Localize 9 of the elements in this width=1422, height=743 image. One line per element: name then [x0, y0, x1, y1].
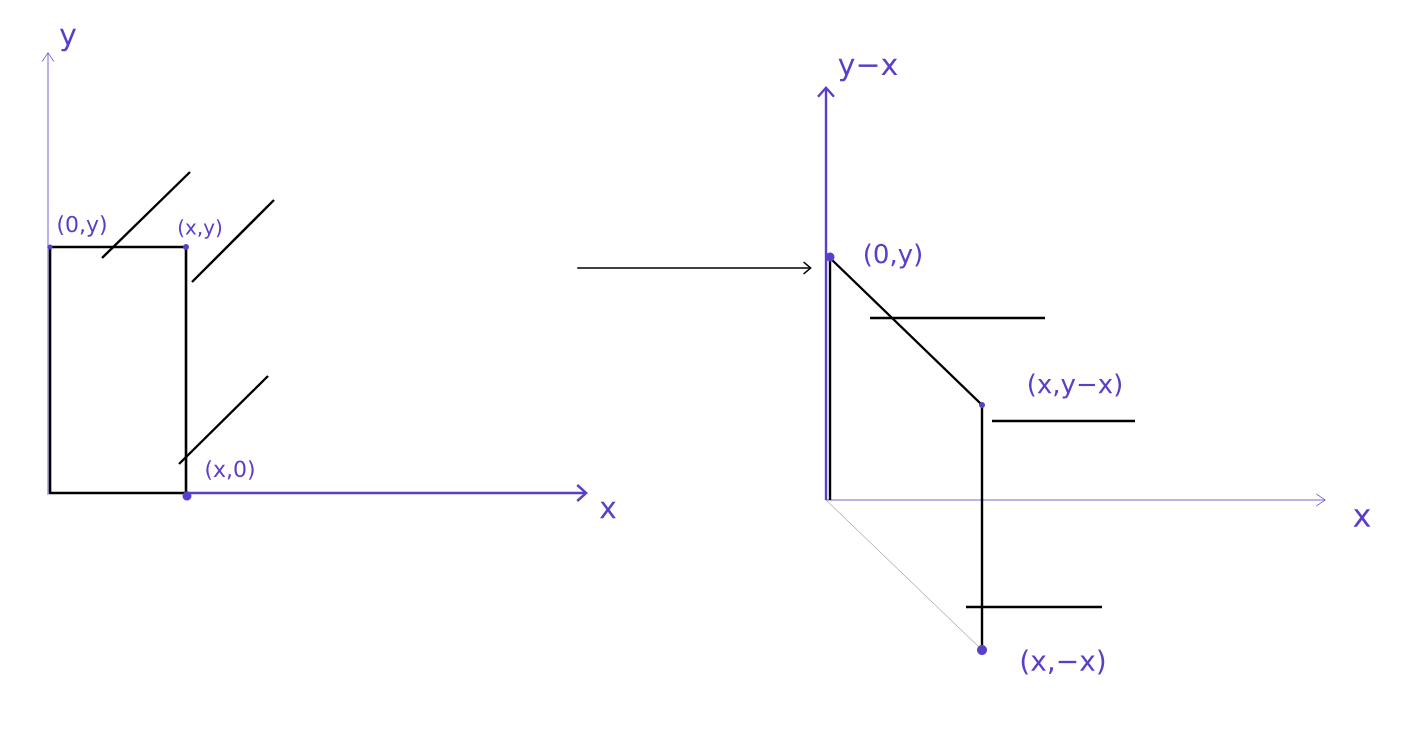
coordinate-label: (x,−x) [1021, 649, 1105, 675]
coordinate-label: x [600, 501, 616, 519]
coordinate-label: (0,y) [58, 215, 106, 237]
coordinate-label: (x,y) [178, 219, 222, 239]
graph-drawing [41, 52, 588, 502]
arrow [576, 261, 812, 275]
coordinate-label: (x,0) [206, 460, 254, 480]
coordinate-label: (x,y−x) [1029, 373, 1122, 399]
coordinate-label: (0,y) [865, 243, 921, 269]
